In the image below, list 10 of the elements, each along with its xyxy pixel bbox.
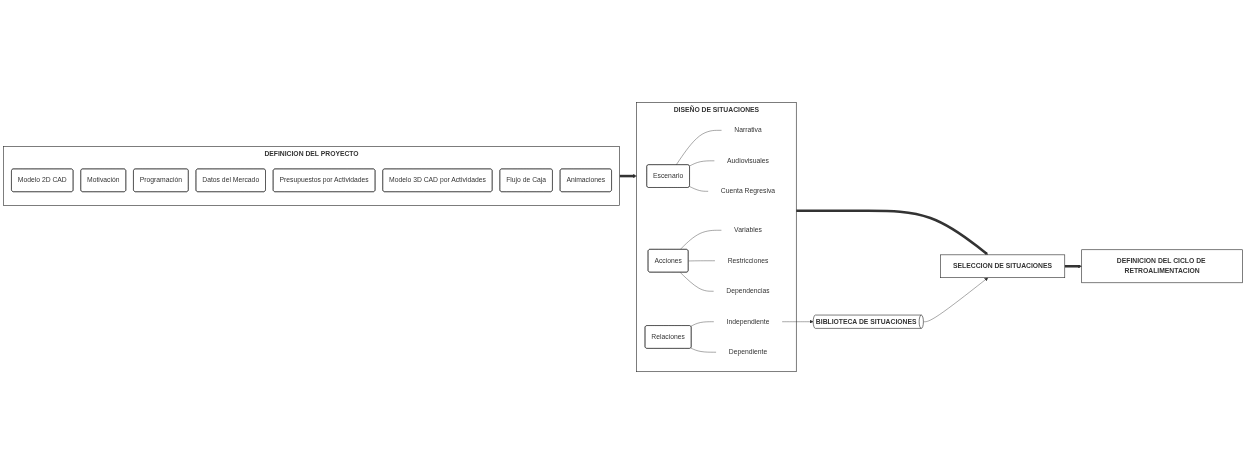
connector	[690, 321, 714, 327]
connector	[676, 130, 722, 165]
connector	[690, 347, 717, 353]
connector	[679, 230, 722, 250]
connector	[689, 160, 715, 167]
arrow	[1064, 264, 1082, 269]
connector	[679, 272, 714, 292]
arrow	[796, 209, 989, 255]
connector	[689, 186, 709, 192]
connector	[688, 260, 716, 262]
